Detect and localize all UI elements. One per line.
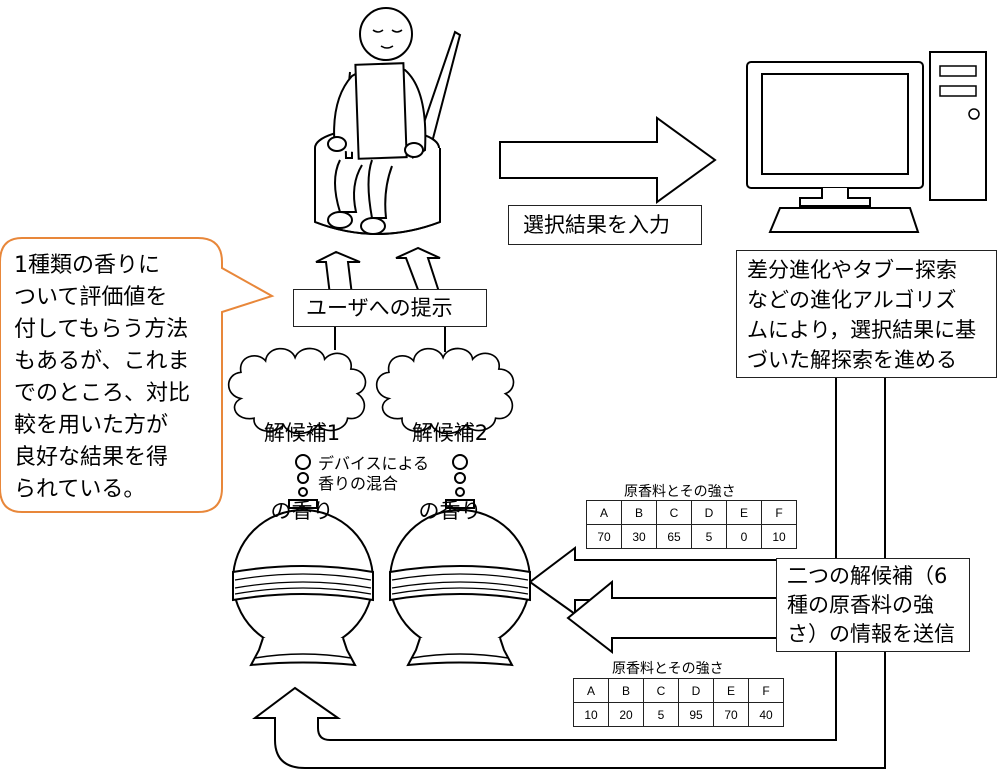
algorithm-note-line: などの進化アルゴリズ xyxy=(747,288,957,312)
table-value-cell: 10 xyxy=(573,702,609,727)
callout-line: もあるが、これま xyxy=(14,349,190,374)
callout-line: でのところ、対比 xyxy=(14,381,191,406)
table-value-cell: 10 xyxy=(761,524,797,549)
algorithm-note-line: 差分進化やタブー探索 xyxy=(747,258,957,282)
send-info-line: 二つの解候補（6 xyxy=(787,564,948,588)
algorithm-note-line: づいた解探索を進める xyxy=(747,348,957,372)
candidate-1-label: 解候補1 の香り xyxy=(252,368,352,550)
table-value-cell: 70 xyxy=(586,524,622,549)
table-row: A B C D E F xyxy=(573,678,784,703)
callout-text: 1種類の香りに ついて評価値を 付してもらう方法 もあるが、これま でのところ、… xyxy=(14,250,190,506)
device-mixing-label: デバイスによる 香りの混合 xyxy=(318,454,429,494)
input-selection-label: 選択結果を入力 xyxy=(508,205,702,245)
table-value-cell: 5 xyxy=(691,524,727,549)
return-arrow xyxy=(252,650,886,769)
callout-line: 付してもらう方法 xyxy=(14,317,189,342)
callout-bubble xyxy=(0,237,275,513)
table-header-cell: A xyxy=(586,500,622,525)
send-info-line: さ）の情報を送信 xyxy=(787,622,955,646)
ingredients-table-1-caption: 原香料とその強さ xyxy=(624,484,736,500)
send-arrow-lower xyxy=(566,579,790,655)
table-row: 70 30 65 5 0 10 xyxy=(586,524,797,549)
callout-line: られている。 xyxy=(14,477,146,502)
table-row: A B C D E F xyxy=(586,500,797,525)
device-mixing-line: デバイスによる xyxy=(318,454,430,473)
table-value-cell: 0 xyxy=(726,524,762,549)
table-header-cell: F xyxy=(761,500,797,525)
table-header-cell: B xyxy=(608,678,644,703)
computer-icon xyxy=(746,51,987,233)
algorithm-note-line: ムにより，選択結果に基 xyxy=(747,318,977,342)
candidate-2-line: 解候補2 xyxy=(411,421,489,445)
callout-line: 良好な結果を得 xyxy=(14,445,169,470)
callout-line: 較を用いた方が xyxy=(14,413,169,438)
candidate-1-line: 解候補1 xyxy=(263,421,341,445)
ingredients-table-2-caption: 原香料とその強さ xyxy=(612,661,724,677)
candidate-2-line: の香り xyxy=(418,499,482,523)
table-value-cell: 40 xyxy=(748,702,784,727)
table-header-cell: C xyxy=(643,678,679,703)
thought-bubbles-2 xyxy=(452,454,468,497)
table-value-cell: 5 xyxy=(643,702,679,727)
send-info-line: 種の原香料の強 xyxy=(787,593,934,617)
table-header-cell: E xyxy=(713,678,749,703)
table-header-cell: E xyxy=(726,500,762,525)
table-header-cell: C xyxy=(656,500,692,525)
table-header-cell: A xyxy=(573,678,609,703)
table-value-cell: 95 xyxy=(678,702,714,727)
send-info-box: 二つの解候補（6 種の原香料の強 さ）の情報を送信 xyxy=(776,558,970,652)
callout-line: 1種類の香りに xyxy=(14,253,160,278)
table-header-cell: D xyxy=(678,678,714,703)
seated-user-figure xyxy=(314,7,462,235)
table-value-cell: 70 xyxy=(713,702,749,727)
candidate-1-line: の香り xyxy=(270,499,334,523)
input-arrow xyxy=(499,116,717,204)
table-header-cell: D xyxy=(691,500,727,525)
user-presentation-label: ユーザへの提示 xyxy=(293,289,487,327)
table-header-cell: B xyxy=(621,500,657,525)
table-value-cell: 30 xyxy=(621,524,657,549)
ingredients-table-2: A B C D E F 10 20 5 95 70 40 xyxy=(573,678,784,727)
algorithm-note-box: 差分進化やタブー探索 などの進化アルゴリズ ムにより，選択結果に基 づいた解探索… xyxy=(736,250,997,378)
thought-bubbles-1 xyxy=(295,454,311,497)
table-value-cell: 20 xyxy=(608,702,644,727)
candidate-2-label: 解候補2 の香り xyxy=(400,368,500,550)
presentation-arrow-right xyxy=(395,246,442,296)
table-header-cell: F xyxy=(748,678,784,703)
callout-line: ついて評価値を xyxy=(14,285,168,310)
device-mixing-line: 香りの混合 xyxy=(318,474,399,493)
table-value-cell: 65 xyxy=(656,524,692,549)
table-row: 10 20 5 95 70 40 xyxy=(573,702,784,727)
ingredients-table-1: A B C D E F 70 30 65 5 0 10 xyxy=(586,500,797,549)
